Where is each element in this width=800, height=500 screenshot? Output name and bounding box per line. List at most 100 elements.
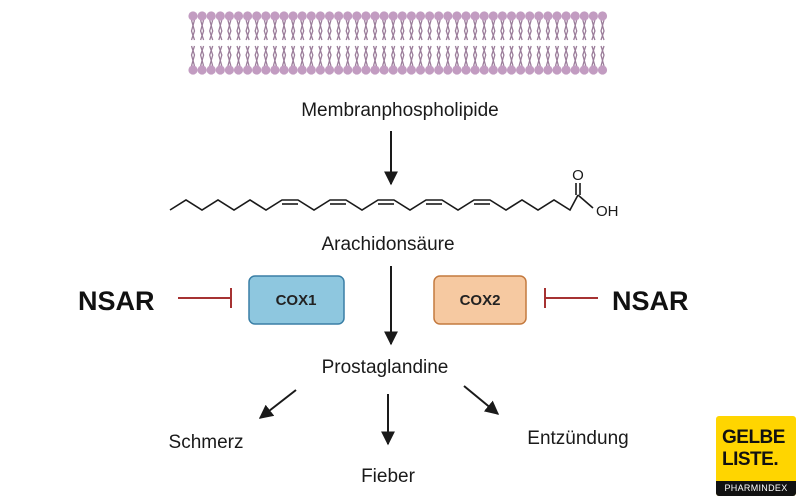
inhibition-line-right — [544, 288, 598, 308]
lipid-tail — [245, 45, 250, 67]
lipid-tail — [582, 45, 587, 67]
arrow-to-inflammation — [463, 385, 500, 415]
lipid-tail — [209, 45, 214, 67]
lipid-tail — [509, 19, 514, 41]
lipid-head — [397, 65, 407, 75]
lipid-tail — [236, 45, 241, 67]
lipid-head — [270, 11, 280, 21]
lipid-head — [525, 11, 535, 21]
lipid-tail — [436, 19, 441, 41]
lipid-head — [470, 65, 480, 75]
lipid-tail — [454, 19, 460, 41]
lipid-tail — [300, 45, 305, 67]
lipid-tail — [491, 19, 496, 41]
lipid-tail — [518, 19, 523, 41]
lipid-tail — [472, 45, 478, 67]
lipid-tail — [400, 45, 405, 67]
lipid-tail — [290, 45, 296, 67]
cox2-label: COX2 — [460, 292, 501, 309]
lipid-head — [461, 65, 471, 75]
inflammation-label: Entzündung — [527, 428, 628, 449]
lipid-tail — [518, 19, 523, 41]
lipid-tail — [218, 19, 223, 41]
lipid-tail — [345, 19, 350, 41]
lipid-tail — [318, 19, 323, 41]
lipid-tail — [573, 45, 578, 67]
lipid-head — [206, 11, 216, 21]
arachidonic-acid-structure: O OH — [169, 167, 619, 220]
gelbe-liste-logo: GELBE LISTE. PHARMINDEX — [716, 416, 796, 496]
lipid-head — [324, 11, 335, 21]
lipid-head — [270, 65, 280, 75]
lipid-tail — [482, 45, 487, 67]
lipid-head — [461, 11, 471, 21]
lipid-tail — [209, 19, 214, 41]
lipid-head — [343, 65, 353, 75]
lipid-head — [361, 65, 371, 75]
lipid-head — [525, 65, 535, 75]
lipid-tail — [199, 45, 205, 67]
lipid-tail — [418, 19, 423, 41]
lipid-head — [224, 11, 234, 21]
lipid-tail — [409, 45, 414, 67]
lipid-tail — [381, 19, 387, 41]
lipid-tail — [336, 45, 341, 67]
lipid-head — [497, 65, 507, 75]
lipid-tail — [454, 45, 460, 67]
lipid-tail — [427, 19, 432, 41]
lipid-tail — [409, 19, 414, 41]
lipid-tail — [381, 45, 387, 67]
lipid-head — [425, 11, 435, 21]
lipid-tail — [418, 19, 423, 41]
lipid-tail — [272, 45, 278, 67]
lipid-tail — [536, 19, 541, 41]
lipid-tail — [418, 45, 423, 67]
lipid-head — [343, 11, 353, 21]
lipid-tail — [318, 45, 323, 67]
lipid-head — [561, 65, 571, 75]
lipid-tail — [600, 45, 605, 67]
lipid-tail — [500, 45, 505, 67]
lipid-head — [479, 65, 489, 75]
lipid-tail — [363, 45, 369, 67]
lipid-head — [306, 65, 316, 75]
lipid-tail — [436, 45, 441, 67]
lipid-tail — [327, 45, 332, 67]
lipid-tail — [209, 45, 214, 67]
lipid-tail — [309, 45, 314, 67]
lipid-head — [516, 65, 526, 75]
lipid-head — [488, 11, 498, 21]
lipid-tail — [554, 45, 560, 67]
lipid-tail — [391, 19, 396, 41]
lipid-head — [443, 65, 453, 75]
lipid-tail — [573, 19, 578, 41]
lipid-tail — [463, 19, 469, 41]
lipid-tail — [199, 19, 205, 41]
lipid-tail — [573, 45, 578, 67]
lipid-tail — [190, 19, 196, 41]
membrane-phospholipids-label: Membranphospholipide — [301, 100, 499, 121]
lipid-tail — [236, 19, 241, 41]
lipid-tail — [563, 19, 569, 41]
lipid-tail — [272, 19, 278, 41]
lipid-tail — [445, 19, 450, 41]
lipid-head — [506, 11, 517, 21]
lipid-tail — [190, 45, 196, 67]
lipid-tail — [281, 45, 287, 67]
lipid-tail — [363, 19, 369, 41]
lipid-head — [370, 11, 380, 21]
lipid-head — [261, 11, 271, 21]
logo-line-2: LISTE. — [722, 449, 779, 470]
lipid-tail — [227, 19, 232, 41]
lipid-tail — [327, 45, 332, 67]
lipid-head — [534, 11, 544, 21]
lipid-tail — [500, 19, 505, 41]
nsar-right-label: NSAR — [612, 286, 689, 316]
lipid-tail — [363, 19, 369, 41]
lipid-tail — [300, 45, 305, 67]
lipid-tail — [573, 19, 578, 41]
lipid-head — [452, 11, 462, 21]
lipid-tail — [354, 19, 359, 41]
lipid-tail — [263, 19, 268, 41]
